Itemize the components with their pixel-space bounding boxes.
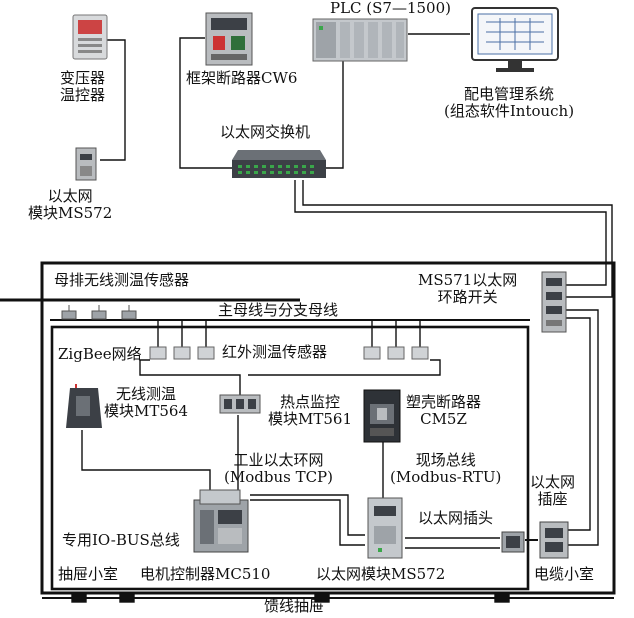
zigbee-label: ZigBee网络	[58, 345, 142, 363]
ms572-module-icon	[75, 147, 97, 181]
wire-mt564-mc510	[81, 430, 211, 490]
eth-socket-label: 以太网 插座	[530, 473, 576, 508]
mt561-icon	[219, 394, 261, 414]
wire-ms571-socket	[566, 317, 591, 531]
frame-breaker-icon	[205, 12, 253, 66]
drawer-foot	[119, 592, 135, 603]
feeder-drawer-label: 馈线抽屉	[264, 597, 325, 615]
wire-mc510-ms572	[250, 499, 365, 546]
ms571-switch-icon	[541, 271, 567, 333]
socket-icon	[539, 521, 569, 559]
busbar-wireless-label: 母排无线测温传感器	[54, 271, 190, 289]
io-bus-label: 专用IO-BUS总线	[62, 531, 180, 549]
ir-sensor-icon	[363, 346, 429, 360]
transformer-controller-icon	[72, 14, 108, 60]
dist-mgmt-label: 配电管理系统 (组态软件Intouch)	[444, 85, 575, 120]
drawer-room-label: 抽屉小室	[58, 565, 119, 583]
wire-plc	[322, 60, 344, 169]
ms572-bottom-label: 以太网模块MS572	[316, 565, 446, 583]
mc510-icon	[193, 489, 249, 553]
wire-ms571-socket-b	[566, 309, 599, 546]
mt564-icon	[66, 384, 102, 428]
drawer-foot	[494, 592, 510, 603]
ms571-label: MS571以太网 环路开关	[418, 271, 518, 306]
drawer-foot	[71, 592, 87, 603]
wire-ir-right	[248, 359, 441, 376]
motor-controller-label: 电机控制器MC510	[140, 565, 271, 583]
plug-icon	[501, 531, 525, 553]
fieldbus-label: 现场总线 (Modbus-RTU)	[390, 451, 502, 486]
hotspot-module-label: 热点监控 模块MT561	[268, 393, 352, 428]
ethernet-switch-icon	[232, 150, 326, 178]
ms572-top-label: 以太网 模块MS572	[28, 187, 113, 222]
wireless-sensor-icon	[61, 305, 137, 320]
eth-plug-label: 以太网插头	[418, 509, 494, 527]
plc-label: PLC (S7—1500)	[330, 0, 451, 17]
plc-icon	[312, 18, 408, 62]
wireless-module-label: 无线测温 模块MT564	[104, 385, 188, 420]
cable-room-label: 电缆小室	[534, 565, 595, 583]
wire-frame-breaker	[179, 37, 232, 169]
mccb-icon	[363, 389, 401, 443]
wire-ir-left	[139, 359, 241, 395]
industrial-ring-label: 工业以太环网 (Modbus TCP)	[224, 451, 333, 486]
frame-breaker-label: 框架断路器CW6	[186, 69, 298, 87]
wire-ring-b	[302, 180, 613, 298]
drawer-foot	[314, 592, 330, 603]
wire-ring-a	[294, 180, 607, 286]
ir-sensor-icon	[149, 346, 215, 360]
wire-mc510-ms572-b	[250, 494, 365, 536]
monitor-icon	[471, 7, 559, 72]
transformer-controller-label: 变压器 温控器	[60, 69, 106, 104]
main-bus-label: 主母线与分支母线	[218, 301, 339, 319]
mccb-label: 塑壳断路器 CM5Z	[406, 393, 482, 428]
ms572-module-icon	[367, 497, 403, 559]
ir-sensor-label: 红外测温传感器	[222, 343, 328, 361]
drawer-frame	[50, 325, 530, 591]
switch-label: 以太网交换机	[220, 123, 311, 141]
wire-transformer	[100, 39, 126, 161]
